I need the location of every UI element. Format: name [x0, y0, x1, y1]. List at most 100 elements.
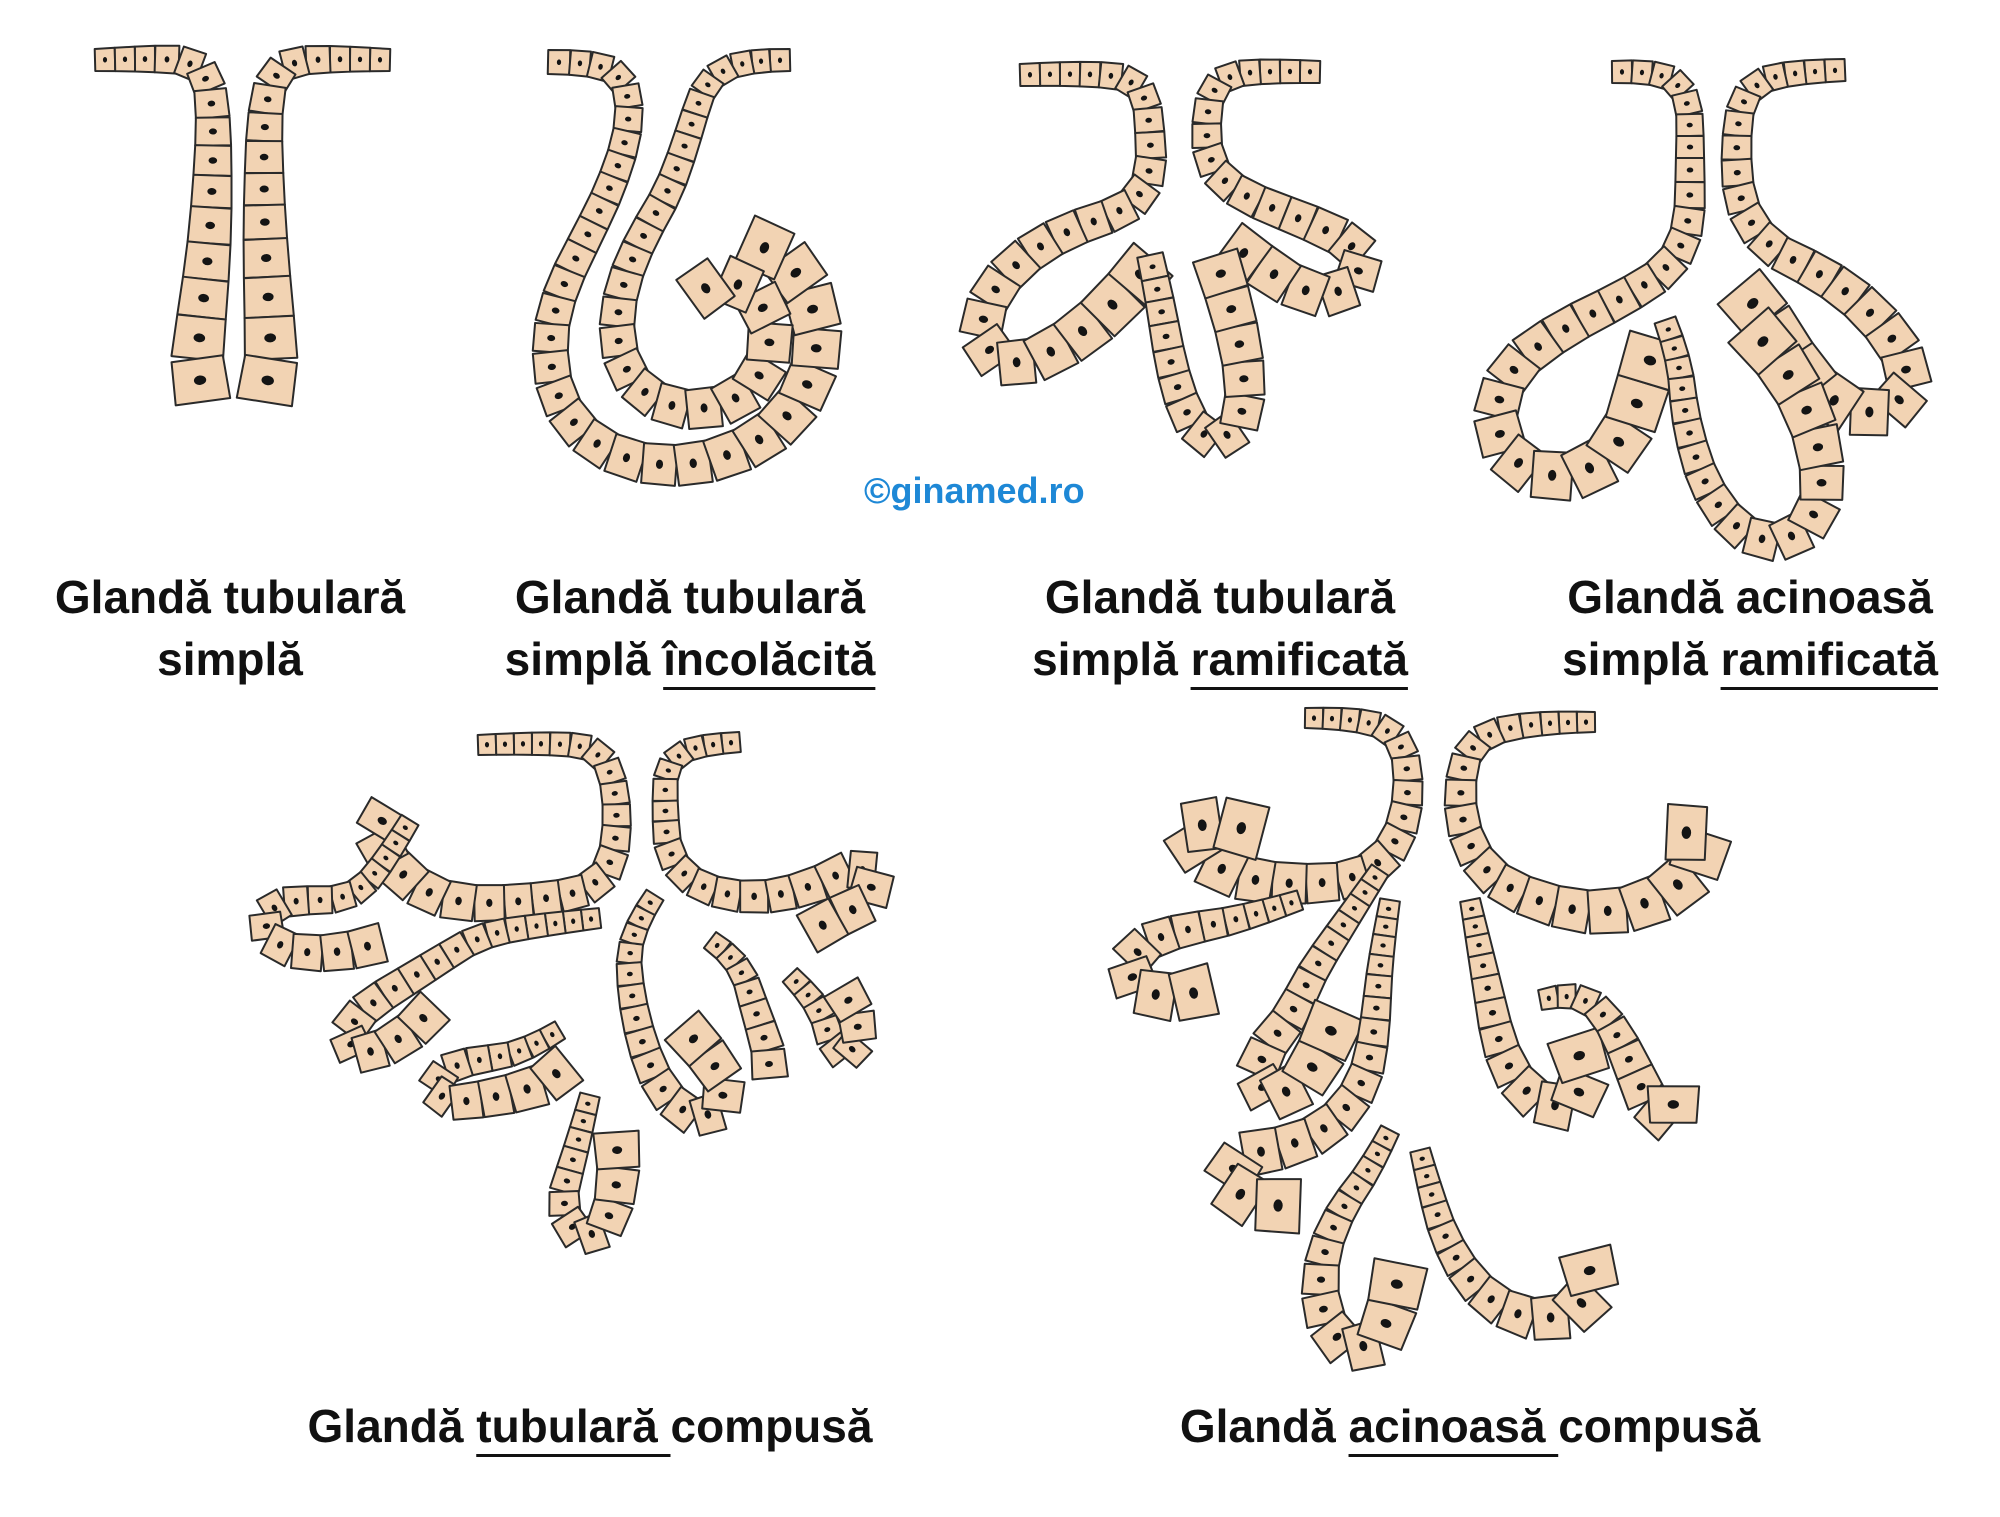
- nucleus: [1328, 940, 1335, 946]
- nucleus: [629, 256, 637, 263]
- nucleus: [534, 923, 539, 929]
- nucleus: [638, 1038, 646, 1045]
- nucleus: [704, 1110, 712, 1119]
- nucleus: [1682, 408, 1689, 413]
- nucleus: [1816, 479, 1827, 487]
- nucleus: [1247, 69, 1253, 76]
- nucleus: [593, 439, 601, 448]
- nucleus: [622, 453, 631, 463]
- nucleus: [1366, 720, 1371, 726]
- nucleus: [1841, 287, 1849, 296]
- nucleus: [1385, 906, 1392, 911]
- left-acinus: [1473, 59, 1706, 502]
- gland-compound-acinar: [1107, 706, 1733, 1372]
- nucleus: [259, 153, 269, 161]
- nucleus: [1370, 1029, 1378, 1035]
- nucleus: [673, 166, 680, 172]
- nucleus: [1815, 270, 1823, 279]
- nucleus: [622, 365, 631, 373]
- nucleus: [614, 337, 623, 345]
- nucleus: [1203, 133, 1211, 139]
- nucleus: [476, 1056, 482, 1064]
- nucleus: [1686, 167, 1694, 173]
- nucleus: [1547, 720, 1553, 726]
- nucleus: [1583, 997, 1588, 1004]
- nucleus: [777, 57, 783, 63]
- nucleus: [1546, 995, 1551, 1002]
- nucleus: [492, 1092, 500, 1101]
- nucleus: [1342, 1103, 1351, 1112]
- nucleus: [1562, 324, 1570, 333]
- nucleus: [714, 942, 720, 948]
- bottom-tubule: [548, 1091, 641, 1256]
- nucleus: [207, 100, 216, 107]
- nucleus: [340, 893, 345, 900]
- nucleus: [259, 185, 269, 193]
- nucleus: [1374, 859, 1382, 867]
- nucleus: [1341, 1203, 1348, 1210]
- nucleus: [1380, 943, 1386, 948]
- nucleus: [782, 411, 792, 421]
- nucleus: [514, 926, 519, 932]
- nucleus: [1747, 298, 1759, 309]
- nucleus: [208, 157, 218, 164]
- nucleus: [1636, 1082, 1646, 1091]
- nucleus: [1145, 117, 1152, 123]
- nucleus: [1469, 906, 1475, 911]
- nucleus: [613, 812, 620, 818]
- nucleus: [1754, 82, 1760, 89]
- label-prefix: Glandă: [1179, 1400, 1349, 1452]
- nucleus: [804, 882, 812, 891]
- nucleus: [733, 279, 743, 290]
- nucleus: [1353, 1185, 1360, 1191]
- center-branch: [1136, 247, 1266, 459]
- nucleus: [1714, 501, 1722, 509]
- nucleus: [1419, 1156, 1425, 1161]
- nucleus: [1267, 68, 1273, 75]
- center-right-tubule: [702, 931, 789, 1081]
- nucleus: [1127, 973, 1138, 981]
- nucleus: [1145, 168, 1153, 174]
- nucleus: [668, 851, 675, 857]
- nucleus: [358, 884, 364, 891]
- nucleus: [1789, 255, 1797, 264]
- nucleus: [606, 769, 613, 775]
- nucleus: [606, 859, 614, 866]
- label-suffix: compusă: [1558, 1400, 1761, 1452]
- nucleus: [1472, 924, 1479, 929]
- nucleus: [802, 380, 813, 389]
- mid-left-tubule: [329, 907, 603, 1074]
- nucleus: [1701, 478, 1709, 485]
- nucleus: [455, 896, 462, 906]
- nucleus: [1613, 1032, 1621, 1039]
- right-acinus: [1537, 983, 1701, 1142]
- nucleus: [1801, 405, 1812, 415]
- nucleus: [832, 871, 839, 880]
- nucleus: [627, 951, 633, 956]
- nucleus: [1257, 1055, 1267, 1064]
- nucleus: [543, 894, 550, 902]
- nucleus: [978, 315, 989, 323]
- nucleus: [1442, 1233, 1449, 1239]
- nucleus: [848, 1046, 856, 1053]
- nucleus: [1243, 192, 1250, 200]
- nucleus: [588, 1229, 596, 1238]
- nucleus: [497, 1053, 503, 1060]
- nucleus: [1272, 905, 1277, 911]
- nucleus: [1535, 896, 1544, 906]
- nucleus: [1488, 1009, 1497, 1016]
- nucleus: [1318, 878, 1326, 888]
- nucleus: [1403, 766, 1411, 772]
- nucleus: [764, 338, 775, 347]
- nucleus: [724, 890, 731, 898]
- nucleus: [454, 946, 460, 953]
- nucleus: [1273, 1199, 1283, 1212]
- nucleus: [1375, 983, 1382, 989]
- nucleus: [1384, 728, 1390, 734]
- nucleus: [263, 96, 272, 103]
- nucleus: [1509, 365, 1519, 374]
- nucleus: [1467, 1275, 1475, 1283]
- nucleus: [1269, 269, 1279, 279]
- nucleus: [1546, 1312, 1555, 1323]
- nucleus: [568, 1223, 576, 1230]
